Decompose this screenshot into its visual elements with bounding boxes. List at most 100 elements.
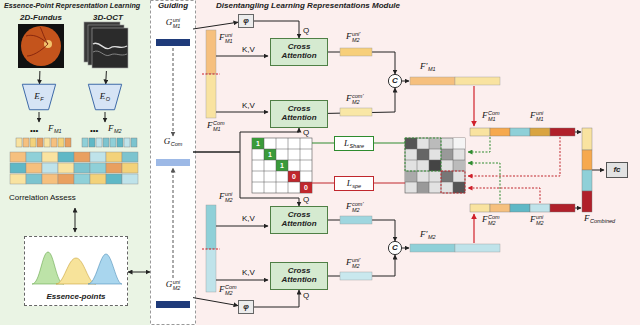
label: Funi'M2 bbox=[346, 31, 360, 43]
math-text: FComM1 bbox=[482, 110, 500, 122]
panel-title: Disentangling Learning Representations M… bbox=[216, 1, 400, 10]
label: FComM2 bbox=[482, 214, 500, 226]
encoder: EO bbox=[88, 84, 122, 110]
math-text: LShare bbox=[344, 138, 364, 148]
panel-title: Guiding bbox=[158, 1, 188, 10]
superscript: com' bbox=[352, 93, 363, 99]
matrix-value: 1 bbox=[264, 150, 276, 160]
label-text: ••• bbox=[90, 126, 98, 135]
subscript: M2 bbox=[173, 285, 181, 291]
math-text: FM2 bbox=[108, 124, 122, 134]
flow-arrow bbox=[39, 71, 40, 84]
node-label: fc bbox=[607, 166, 627, 175]
subscript: M2 bbox=[225, 290, 237, 296]
math-symbol: G bbox=[166, 279, 173, 289]
concat-circle: C bbox=[388, 74, 402, 88]
math-text: FM1 bbox=[48, 124, 62, 134]
math-symbol: G bbox=[166, 17, 173, 27]
math-text: GCom bbox=[164, 137, 183, 147]
node-label: Disentangling Learning Representations M… bbox=[216, 2, 400, 11]
label: FuniM1 bbox=[219, 32, 233, 44]
subscript: M1 bbox=[488, 116, 500, 122]
superscript: uni bbox=[536, 214, 544, 220]
guide-vector: GuniM2 bbox=[153, 278, 193, 310]
label: FuniM2 bbox=[219, 191, 233, 203]
math-symbol: G bbox=[164, 136, 171, 146]
node-text: Essence-points bbox=[46, 292, 105, 301]
feature-bar bbox=[156, 301, 190, 308]
flow-arrow bbox=[254, 290, 299, 307]
subscript: Com bbox=[171, 141, 183, 147]
guide-vector: GCom bbox=[153, 136, 193, 168]
concat-circle: C bbox=[388, 241, 402, 255]
label-text: 0 bbox=[292, 173, 296, 180]
label-text: ••• bbox=[30, 126, 38, 135]
cross-attention-box: Cross Attention bbox=[270, 262, 328, 290]
node-text: Cross Attention bbox=[281, 104, 316, 122]
node-text: Cross Attention bbox=[281, 42, 316, 60]
label: FM1 bbox=[48, 124, 62, 134]
feature-bar bbox=[156, 39, 190, 46]
label: F'M2 bbox=[420, 230, 436, 240]
panel-title: Essence-Point Representation Learning bbox=[4, 1, 140, 10]
projection-box: φ bbox=[238, 14, 254, 28]
label-text: 1 bbox=[280, 162, 284, 169]
subscript: M2 bbox=[536, 220, 544, 226]
math-symbol: F' bbox=[420, 61, 427, 71]
index-stack: ComM1 bbox=[488, 110, 500, 122]
index-stack: uniM1 bbox=[536, 110, 544, 122]
math-text: FCombined bbox=[584, 214, 615, 224]
guide-arrow bbox=[173, 48, 174, 136]
math-symbol: F bbox=[219, 284, 225, 294]
node-label: Lspe bbox=[335, 178, 373, 188]
index-stack: ComM2 bbox=[225, 284, 237, 296]
label-text: 0 bbox=[304, 184, 308, 191]
projection-box: φ bbox=[238, 300, 254, 314]
guide-arrow bbox=[173, 168, 174, 278]
matrix-value: 0 bbox=[288, 172, 300, 182]
subscript: F bbox=[40, 96, 43, 102]
label: ••• bbox=[30, 127, 38, 136]
label-text: Q bbox=[303, 26, 309, 35]
superscript: Com bbox=[488, 110, 500, 116]
node-label: GuniM1 bbox=[153, 17, 193, 29]
loss-box: Lspe bbox=[334, 176, 374, 191]
node-label: EO bbox=[88, 92, 122, 102]
math-text: FComM1 bbox=[207, 120, 225, 132]
cross-attention-box: Cross Attention bbox=[270, 206, 328, 234]
subscript: M2 bbox=[352, 207, 363, 213]
math-symbol: F bbox=[219, 32, 225, 42]
node-label: Cross Attention bbox=[271, 43, 327, 61]
superscript: uni bbox=[225, 191, 233, 197]
math-symbol: F bbox=[482, 214, 488, 224]
math-text: F'M2 bbox=[420, 230, 436, 240]
math-text: GuniM2 bbox=[166, 279, 181, 291]
node-text: C bbox=[392, 76, 398, 85]
math-text: Fcom'M2 bbox=[346, 93, 363, 105]
label-text: Correlation Assess bbox=[9, 193, 76, 202]
index-stack: ComM1 bbox=[213, 120, 225, 132]
subscript: M1 bbox=[213, 126, 225, 132]
essence-box: Essence-points bbox=[24, 236, 128, 306]
subscript: M1 bbox=[536, 116, 544, 122]
superscript: com' bbox=[352, 201, 363, 207]
label: Fcom'M2 bbox=[346, 201, 363, 213]
math-symbol: F bbox=[346, 257, 352, 267]
index-stack: uniM1 bbox=[225, 32, 233, 44]
superscript: Com bbox=[213, 120, 225, 126]
label-text: K,V bbox=[242, 214, 255, 223]
math-text: Funi'M2 bbox=[346, 257, 360, 269]
node-text: φ bbox=[243, 302, 249, 311]
node-label: EF bbox=[22, 92, 56, 102]
guide-vector: GuniM1 bbox=[153, 16, 193, 48]
node-label: Cross Attention bbox=[271, 211, 327, 229]
label-text: Q bbox=[303, 195, 309, 204]
label-text: K,V bbox=[242, 45, 255, 54]
node-label: φ bbox=[239, 17, 253, 26]
index-stack: uniM2 bbox=[225, 191, 233, 203]
subscript: M2 bbox=[352, 99, 363, 105]
math-symbol: E bbox=[34, 91, 40, 101]
node-label: Essence-points bbox=[25, 293, 127, 302]
subscript: M1 bbox=[173, 23, 181, 29]
label: FComM1 bbox=[207, 120, 225, 132]
